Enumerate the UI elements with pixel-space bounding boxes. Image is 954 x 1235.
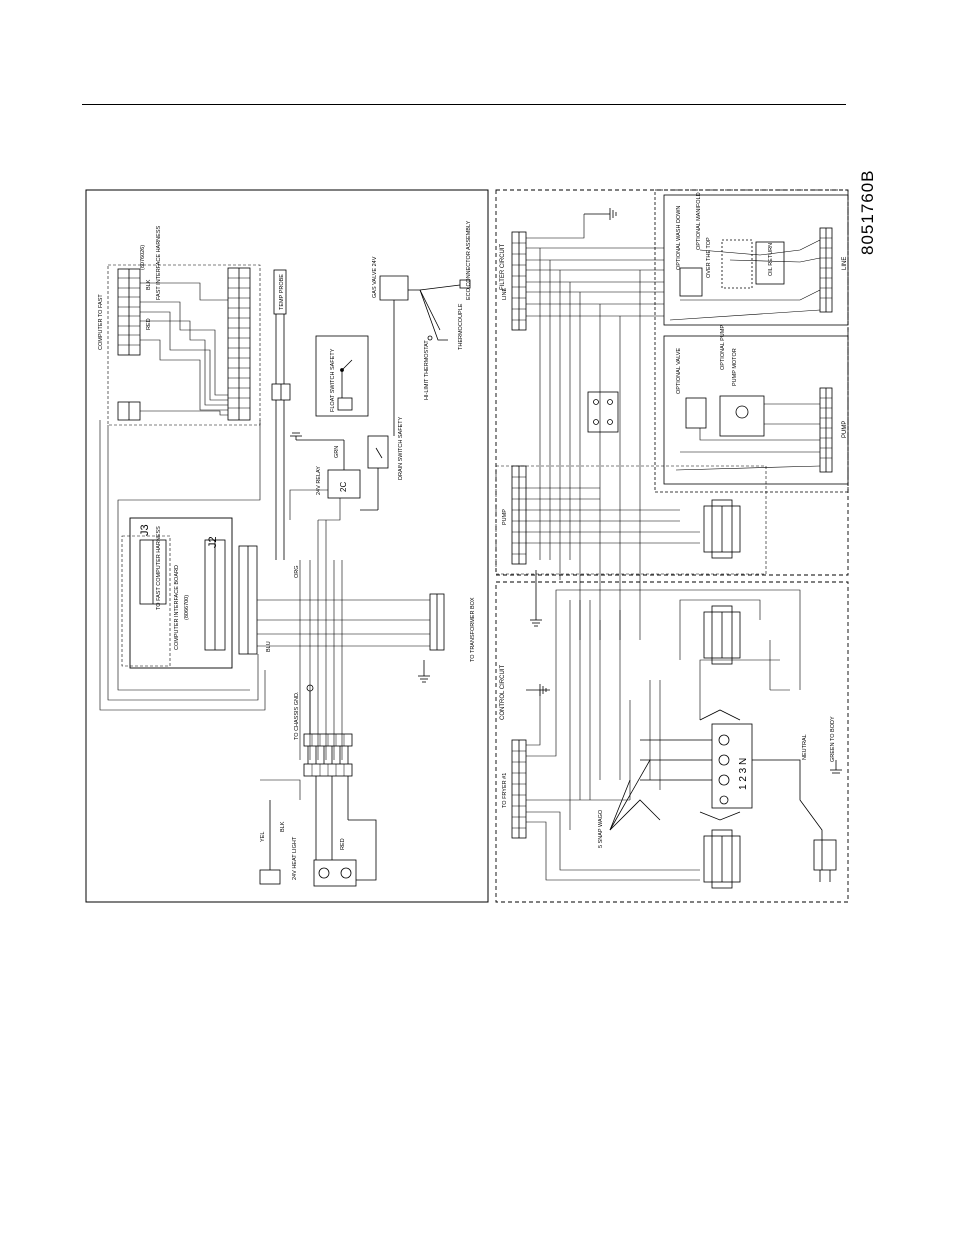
terminal-block [699, 709, 753, 821]
left-panel-frame [85, 189, 489, 903]
j3-dashed [121, 535, 171, 667]
line-terminal [669, 227, 833, 321]
snap-wago [609, 739, 712, 831]
green-to-body-label: GREEN TO BODY [830, 716, 836, 762]
relay-label: 24V RELAY [316, 466, 322, 495]
control-transformer-1 [703, 605, 741, 665]
chassis-connectors [303, 684, 353, 777]
j2-label: J2 [207, 536, 219, 548]
ground-pump [530, 570, 542, 627]
pump-subframe [663, 335, 849, 485]
wire-blu-1: BLU [266, 641, 272, 652]
interface-board-part-label: (8066700) [184, 595, 190, 620]
harness-part-label: (8076026) [140, 245, 146, 270]
computer-to-fast-label: COMPUTER TO FAST [98, 294, 104, 350]
wire-yel-1: YEL [260, 832, 266, 842]
thermocouple-label: THERMOCOUPLE [458, 303, 464, 350]
relay-id-label: 2C [339, 482, 348, 492]
to-transformer-box-label: TO TRANSFORMER BOX [470, 597, 476, 662]
filter-line-label: LINE [502, 287, 508, 300]
pump-motor-label: PUMP MOTOR [732, 348, 738, 386]
to-chassis-gnd-label: TO CHASSIS GND. [294, 691, 300, 740]
filter-pump-label: PUMP [502, 509, 508, 525]
optional-pump-label: OPTIONAL PUMP [720, 325, 726, 370]
wire-org-1: ORG [294, 565, 300, 578]
line-sub-label: LINE [842, 257, 848, 270]
over-top-label: OVER THE TOP [706, 237, 712, 278]
terminal-block-label: 1 2 3 N [738, 758, 749, 790]
control-circuit-frame [495, 581, 849, 903]
hi-limit-dashed-frame [654, 189, 849, 493]
filter-circuit-title: FILTER CIRCUIT [500, 243, 506, 290]
optional-valve-label: OPTIONAL VALVE [676, 348, 682, 394]
snap-wago-label: 5 SNAP WAGO [598, 809, 604, 848]
temp-probe [271, 269, 291, 560]
drain-switch [360, 435, 389, 511]
eco-connector-label: ECO CONNECTOR ASSEMBLY [466, 220, 472, 300]
ground-symbol-left [418, 660, 430, 683]
heat-light [259, 776, 377, 887]
float-switch [315, 335, 369, 417]
wire-red-2: RED [340, 838, 346, 850]
outer-loop [99, 420, 266, 711]
relay-2c [290, 432, 361, 499]
oil-return-label: OIL RETURN [768, 243, 774, 276]
drawing-number: 8051760B [858, 169, 877, 255]
filter-transformer [703, 499, 741, 559]
gas-valve-label: GAS VALVE 24V [372, 256, 378, 298]
control-bus [526, 589, 801, 881]
wire-red-1: RED [146, 318, 152, 330]
to-fryer-label: TO FRYER #1 [502, 773, 508, 808]
j3-label: J3 [139, 524, 151, 536]
optional-wash-down-label: OPTIONAL WASH DOWN [676, 206, 682, 270]
fast-harness-connector [117, 268, 141, 356]
harness-wires [140, 282, 228, 416]
wire-grn-1: GRN [334, 446, 340, 458]
filter-relay [587, 391, 619, 433]
interface-15pin [227, 267, 251, 421]
temp-probe-label: TEMP PROBE [279, 274, 285, 310]
transformer-wires [257, 489, 430, 760]
interface-board [129, 517, 258, 669]
header-rule [82, 104, 846, 105]
pump-terminal [675, 387, 833, 473]
optional-manifold-label: OPTIONAL MANIFOLD [696, 192, 702, 250]
control-circuit-title: CONTROL CIRCUIT [500, 665, 506, 720]
filter-bus-wires [526, 214, 664, 640]
power-plug [752, 759, 842, 882]
pump-sub-label: PUMP [842, 421, 848, 438]
control-transformer-2 [703, 829, 741, 889]
fast-interface-label: FAST INTERFACE HARNESS [156, 226, 162, 300]
pump-bus [526, 487, 700, 544]
wire-blk-1: BLK [146, 279, 152, 290]
ground-control [526, 684, 550, 696]
drain-switch-label: DRAIN SWITCH SAFETY [398, 416, 404, 480]
float-switch-label: FLOAT SWITCH SAFETY [330, 348, 336, 412]
wire-blk-2: BLK [280, 821, 286, 832]
gas-valve [379, 275, 471, 436]
neutral-label: NEUTRAL [802, 734, 808, 760]
ground-top [584, 208, 617, 220]
pump-subbox [495, 465, 767, 575]
hi-limit-label: HI-LIMIT THERMOSTAT [424, 340, 430, 400]
heat-light-label: 24V HEAT LIGHT [292, 836, 298, 880]
interface-board-label: COMPUTER INTERFACE BOARD [174, 565, 180, 650]
fast-harness-dashed [107, 264, 261, 426]
to-fast-harness-label: TO FAST COMPUTER HARNESS [156, 526, 162, 610]
